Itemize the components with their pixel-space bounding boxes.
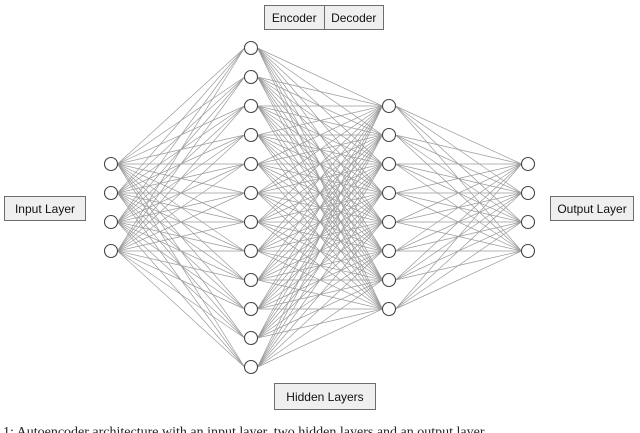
edge-l2-6-0: [395, 163, 522, 281]
hidden2-node-3: [381, 156, 397, 172]
hidden1-node-3: [243, 98, 259, 114]
edge-l2-7-0: [395, 163, 522, 310]
input-node-1: [103, 156, 119, 172]
edge-l2-3-0: [395, 163, 522, 194]
hidden2-node-5: [381, 214, 397, 230]
edge-l1-10-0: [257, 105, 383, 339]
hidden1-node-2: [243, 69, 259, 85]
hidden1-node-8: [243, 243, 259, 259]
hidden2-node-6: [381, 243, 397, 259]
edge-l1-11-2: [257, 163, 383, 368]
edge-l1-11-5: [257, 250, 383, 368]
edge-l2-7-2: [395, 221, 522, 310]
edge-l2-5-0: [395, 163, 522, 252]
edge-l0-3-6: [117, 221, 245, 252]
hidden1-node-4: [243, 127, 259, 143]
connection-edges: [117, 47, 522, 368]
input-layer-label: Input Layer: [4, 196, 86, 221]
hidden1-node-5: [243, 156, 259, 172]
edge-l1-3-0: [257, 105, 383, 136]
hidden2-node-2: [381, 127, 397, 143]
output-node-4: [520, 243, 536, 259]
edge-l0-3-10: [117, 250, 245, 339]
edge-l1-5-0: [257, 105, 383, 194]
output-layer-label: Output Layer: [550, 196, 634, 221]
edge-l2-7-1: [395, 192, 522, 310]
edge-l0-3-8: [117, 250, 245, 281]
edge-l0-3-4: [117, 163, 245, 252]
hidden1-node-1: [243, 40, 259, 56]
edge-l0-3-1: [117, 76, 245, 252]
edge-l2-4-0: [395, 163, 522, 223]
hidden2-node-8: [381, 301, 397, 317]
edge-l0-3-2: [117, 105, 245, 252]
hidden2-node-7: [381, 272, 397, 288]
hidden-layers-label: Hidden Layers: [274, 383, 376, 410]
edge-l0-3-11: [117, 250, 245, 368]
edge-l1-4-0: [257, 105, 383, 165]
input-node-2: [103, 185, 119, 201]
hidden1-node-11: [243, 330, 259, 346]
hidden1-node-10: [243, 301, 259, 317]
edge-l1-11-4: [257, 221, 383, 368]
neuron-nodes: [103, 40, 536, 375]
decoder-label: Decoder: [323, 6, 384, 29]
edge-l1-0-0: [257, 47, 383, 107]
edge-l1-1-0: [257, 76, 383, 107]
edge-l0-3-0: [117, 47, 245, 252]
edge-l2-1-0: [395, 134, 522, 165]
edge-l1-11-6: [257, 279, 383, 368]
output-node-3: [520, 214, 536, 230]
edge-l1-7-0: [257, 105, 383, 252]
edge-l0-1-0: [117, 47, 245, 194]
edge-l0-2-0: [117, 47, 245, 223]
edge-l0-3-9: [117, 250, 245, 310]
edge-l2-7-3: [395, 250, 522, 310]
edge-l1-11-7: [257, 308, 383, 368]
figure-caption: 1: Autoencoder architecture with an inpu…: [0, 421, 640, 433]
input-node-4: [103, 243, 119, 259]
encoder-decoder-label: Encoder Decoder: [264, 5, 384, 30]
edge-l0-3-5: [117, 192, 245, 252]
hidden1-node-7: [243, 214, 259, 230]
edge-l2-0-0: [395, 105, 522, 165]
edge-l1-11-3: [257, 192, 383, 368]
hidden1-node-6: [243, 185, 259, 201]
encoder-label: Encoder: [271, 10, 317, 25]
edge-l0-0-0: [117, 47, 245, 165]
edge-l0-3-3: [117, 134, 245, 252]
hidden1-node-9: [243, 272, 259, 288]
edge-l1-6-0: [257, 105, 383, 223]
edge-l1-8-0: [257, 105, 383, 281]
caption-text: 1: Autoencoder architecture with an inpu…: [3, 425, 485, 433]
input-node-3: [103, 214, 119, 230]
hidden2-node-4: [381, 185, 397, 201]
hidden1-node-12: [243, 359, 259, 375]
edge-l1-11-1: [257, 134, 383, 368]
edge-l1-9-0: [257, 105, 383, 310]
hidden2-node-1: [381, 98, 397, 114]
output-node-1: [520, 156, 536, 172]
output-node-2: [520, 185, 536, 201]
edge-l1-11-0: [257, 105, 383, 368]
